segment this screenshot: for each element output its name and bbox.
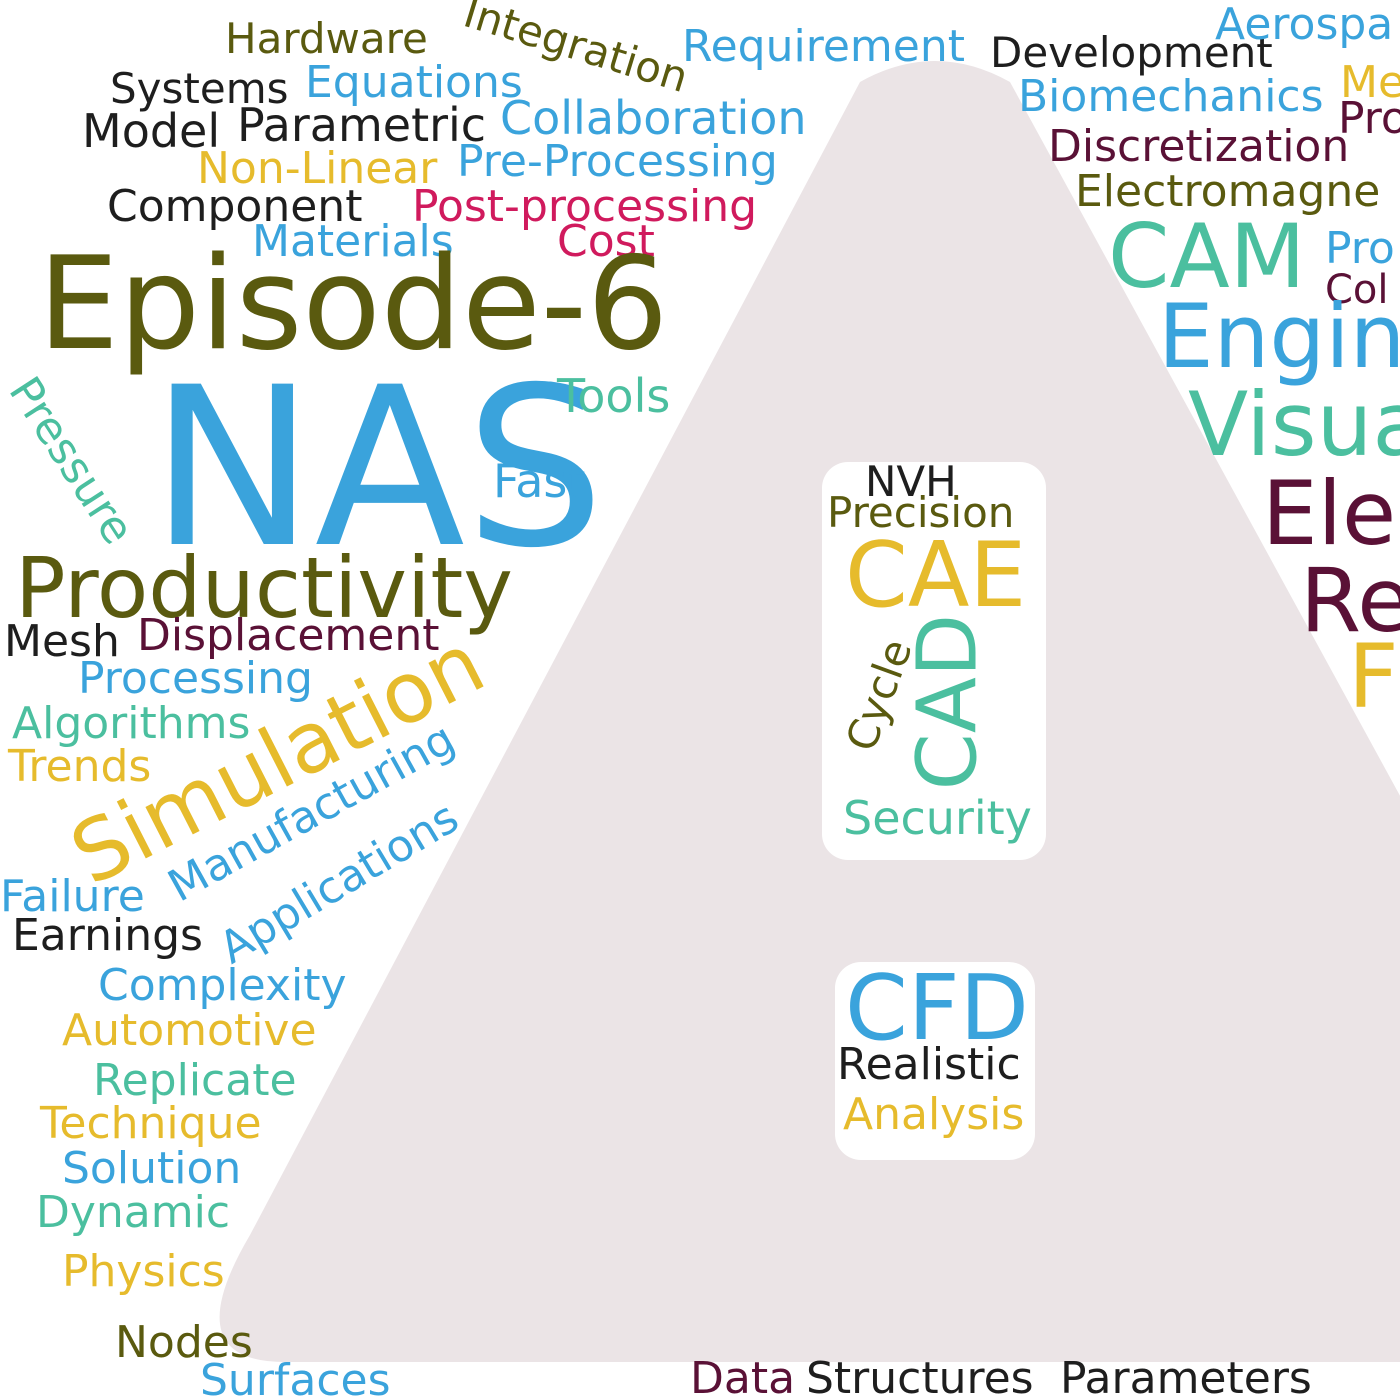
word-analysis-56: Analysis	[843, 1088, 1025, 1140]
word-cae-35: CAE	[845, 522, 1027, 628]
word-equations-6: Equations	[305, 56, 523, 108]
word-solution-58: Solution	[62, 1142, 242, 1194]
word-processing-39: Processing	[78, 652, 313, 704]
warning-triangle-exclamation-bar	[822, 462, 1046, 860]
word-complexity-51: Complexity	[98, 959, 347, 1011]
word-surfaces-62: Surfaces	[200, 1354, 391, 1400]
word-physics-60: Physics	[62, 1245, 225, 1297]
word-trends-45: Trends	[8, 740, 152, 792]
word-security-47: Security	[843, 791, 1032, 846]
word-systems-5: Systems	[110, 64, 289, 114]
word-post-processing-18: Post-processing	[412, 180, 758, 232]
word-automotive-53: Automotive	[62, 1004, 317, 1056]
word-parameters-65: Parameters	[1060, 1352, 1312, 1400]
word-cad-42: CAD	[900, 613, 996, 790]
word-discretization-13: Discretization	[1048, 120, 1350, 172]
word-failure-49: Failure	[0, 870, 145, 922]
word-materials-19: Materials	[252, 215, 454, 267]
word-visua-28: Visua	[1188, 373, 1400, 477]
word-non-linear-14: Non-Linear	[197, 142, 438, 194]
word-earnings-50: Earnings	[12, 909, 203, 961]
word-cost-20: Cost	[557, 215, 655, 267]
word-nodes-61: Nodes	[115, 1316, 253, 1368]
word-re-36: Re	[1300, 549, 1400, 653]
word-pre-processing-15: Pre-Processing	[457, 135, 778, 187]
word-parametric-11: Parametric	[237, 98, 487, 153]
word-technique-57: Technique	[40, 1097, 262, 1149]
word-cam-21: CAM	[1108, 205, 1306, 309]
word-displacement-38: Displacement	[137, 609, 440, 661]
word-model-10: Model	[82, 104, 221, 159]
warning-triangle-exclamation-dot	[835, 962, 1035, 1160]
word-mesh-37: Mesh	[4, 615, 120, 667]
word-data-63: Data	[690, 1352, 796, 1400]
word-aerospa-4: Aerospa	[1215, 0, 1394, 50]
word-episode-6-23: Episode-6	[38, 229, 669, 379]
word-biomechanics-8: Biomechanics	[1018, 70, 1324, 122]
word-engin-25: Engin	[1158, 285, 1400, 389]
word-requirement-2: Requirement	[682, 20, 965, 72]
word-fast-30: Fast	[493, 454, 586, 509]
word-structures-64: Structures	[806, 1352, 1034, 1400]
word-collaboration-12: Collaboration	[500, 91, 807, 146]
word-precision-32: Precision	[827, 488, 1015, 538]
word-productivity-34: Productivity	[15, 539, 513, 638]
word-ele-33: Ele	[1262, 462, 1397, 566]
word-pro-9: Pro	[1338, 92, 1400, 144]
word-hardware-0: Hardware	[225, 14, 428, 64]
word-dynamic-59: Dynamic	[36, 1186, 231, 1238]
word-cfd-52: CFD	[845, 955, 1029, 1061]
word-nvh-31: NVH	[865, 457, 957, 507]
word-development-3: Development	[990, 28, 1273, 78]
word-realistic-54: Realistic	[837, 1038, 1021, 1090]
word-nas-26: NAS	[150, 339, 605, 596]
word-tools-27: Tools	[557, 369, 671, 424]
word-col-24: Col	[1325, 266, 1389, 313]
word-pro-22: Pro	[1325, 222, 1395, 274]
warning-triangle-body	[219, 61, 1400, 1362]
word-component-17: Component	[107, 180, 363, 232]
word-me-7: Me	[1340, 56, 1400, 108]
word-f-43: F	[1348, 625, 1399, 729]
word-electromagne-16: Electromagne	[1075, 165, 1381, 217]
word-replicate-55: Replicate	[93, 1054, 297, 1106]
word-algorithms-44: Algorithms	[12, 697, 251, 749]
